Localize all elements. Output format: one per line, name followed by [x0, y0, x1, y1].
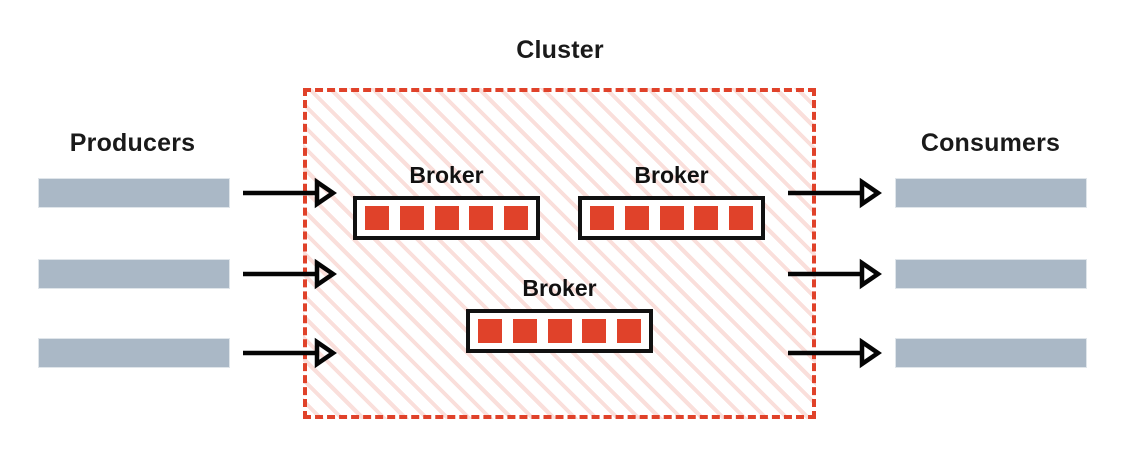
partition-block: [582, 319, 607, 343]
cluster-region: [303, 88, 816, 419]
producer-bar: [38, 338, 230, 368]
cluster-title: Cluster: [516, 36, 604, 64]
partition-block: [729, 206, 753, 230]
partition-block: [434, 206, 459, 230]
broker-partition-row: [466, 309, 653, 353]
cluster-to-consumer-arrow-icon: [788, 337, 882, 369]
producer-to-cluster-arrow-icon: [243, 258, 337, 290]
broker-partition-row: [578, 196, 765, 240]
broker-label: Broker: [522, 275, 597, 301]
partition-block: [590, 206, 614, 230]
consumer-bar: [895, 259, 1087, 289]
partition-block: [547, 319, 572, 343]
partition-block: [617, 319, 641, 343]
cluster-to-consumer-arrow-icon: [788, 177, 882, 209]
broker-partition-row: [353, 196, 540, 240]
partition-block: [694, 206, 719, 230]
partition-block: [478, 319, 502, 343]
partition-block: [469, 206, 494, 230]
cluster-hatch-pattern: [303, 88, 816, 419]
producer-to-cluster-arrow-icon: [243, 337, 337, 369]
cluster-dashed-border: [303, 88, 816, 419]
partition-block: [365, 206, 389, 230]
producer-bar: [38, 259, 230, 289]
cluster-to-consumer-arrow-icon: [788, 258, 882, 290]
producer-to-cluster-arrow-icon: [243, 177, 337, 209]
partition-block: [512, 319, 537, 343]
partition-block: [624, 206, 649, 230]
consumer-bar: [895, 338, 1087, 368]
partition-block: [399, 206, 424, 230]
partition-block: [504, 206, 528, 230]
partition-block: [659, 206, 684, 230]
consumer-bar: [895, 178, 1087, 208]
producers-title: Producers: [69, 129, 196, 157]
consumers-title: Consumers: [920, 129, 1061, 157]
producer-bar: [38, 178, 230, 208]
broker-label: Broker: [409, 162, 484, 188]
broker-label: Broker: [634, 162, 709, 188]
